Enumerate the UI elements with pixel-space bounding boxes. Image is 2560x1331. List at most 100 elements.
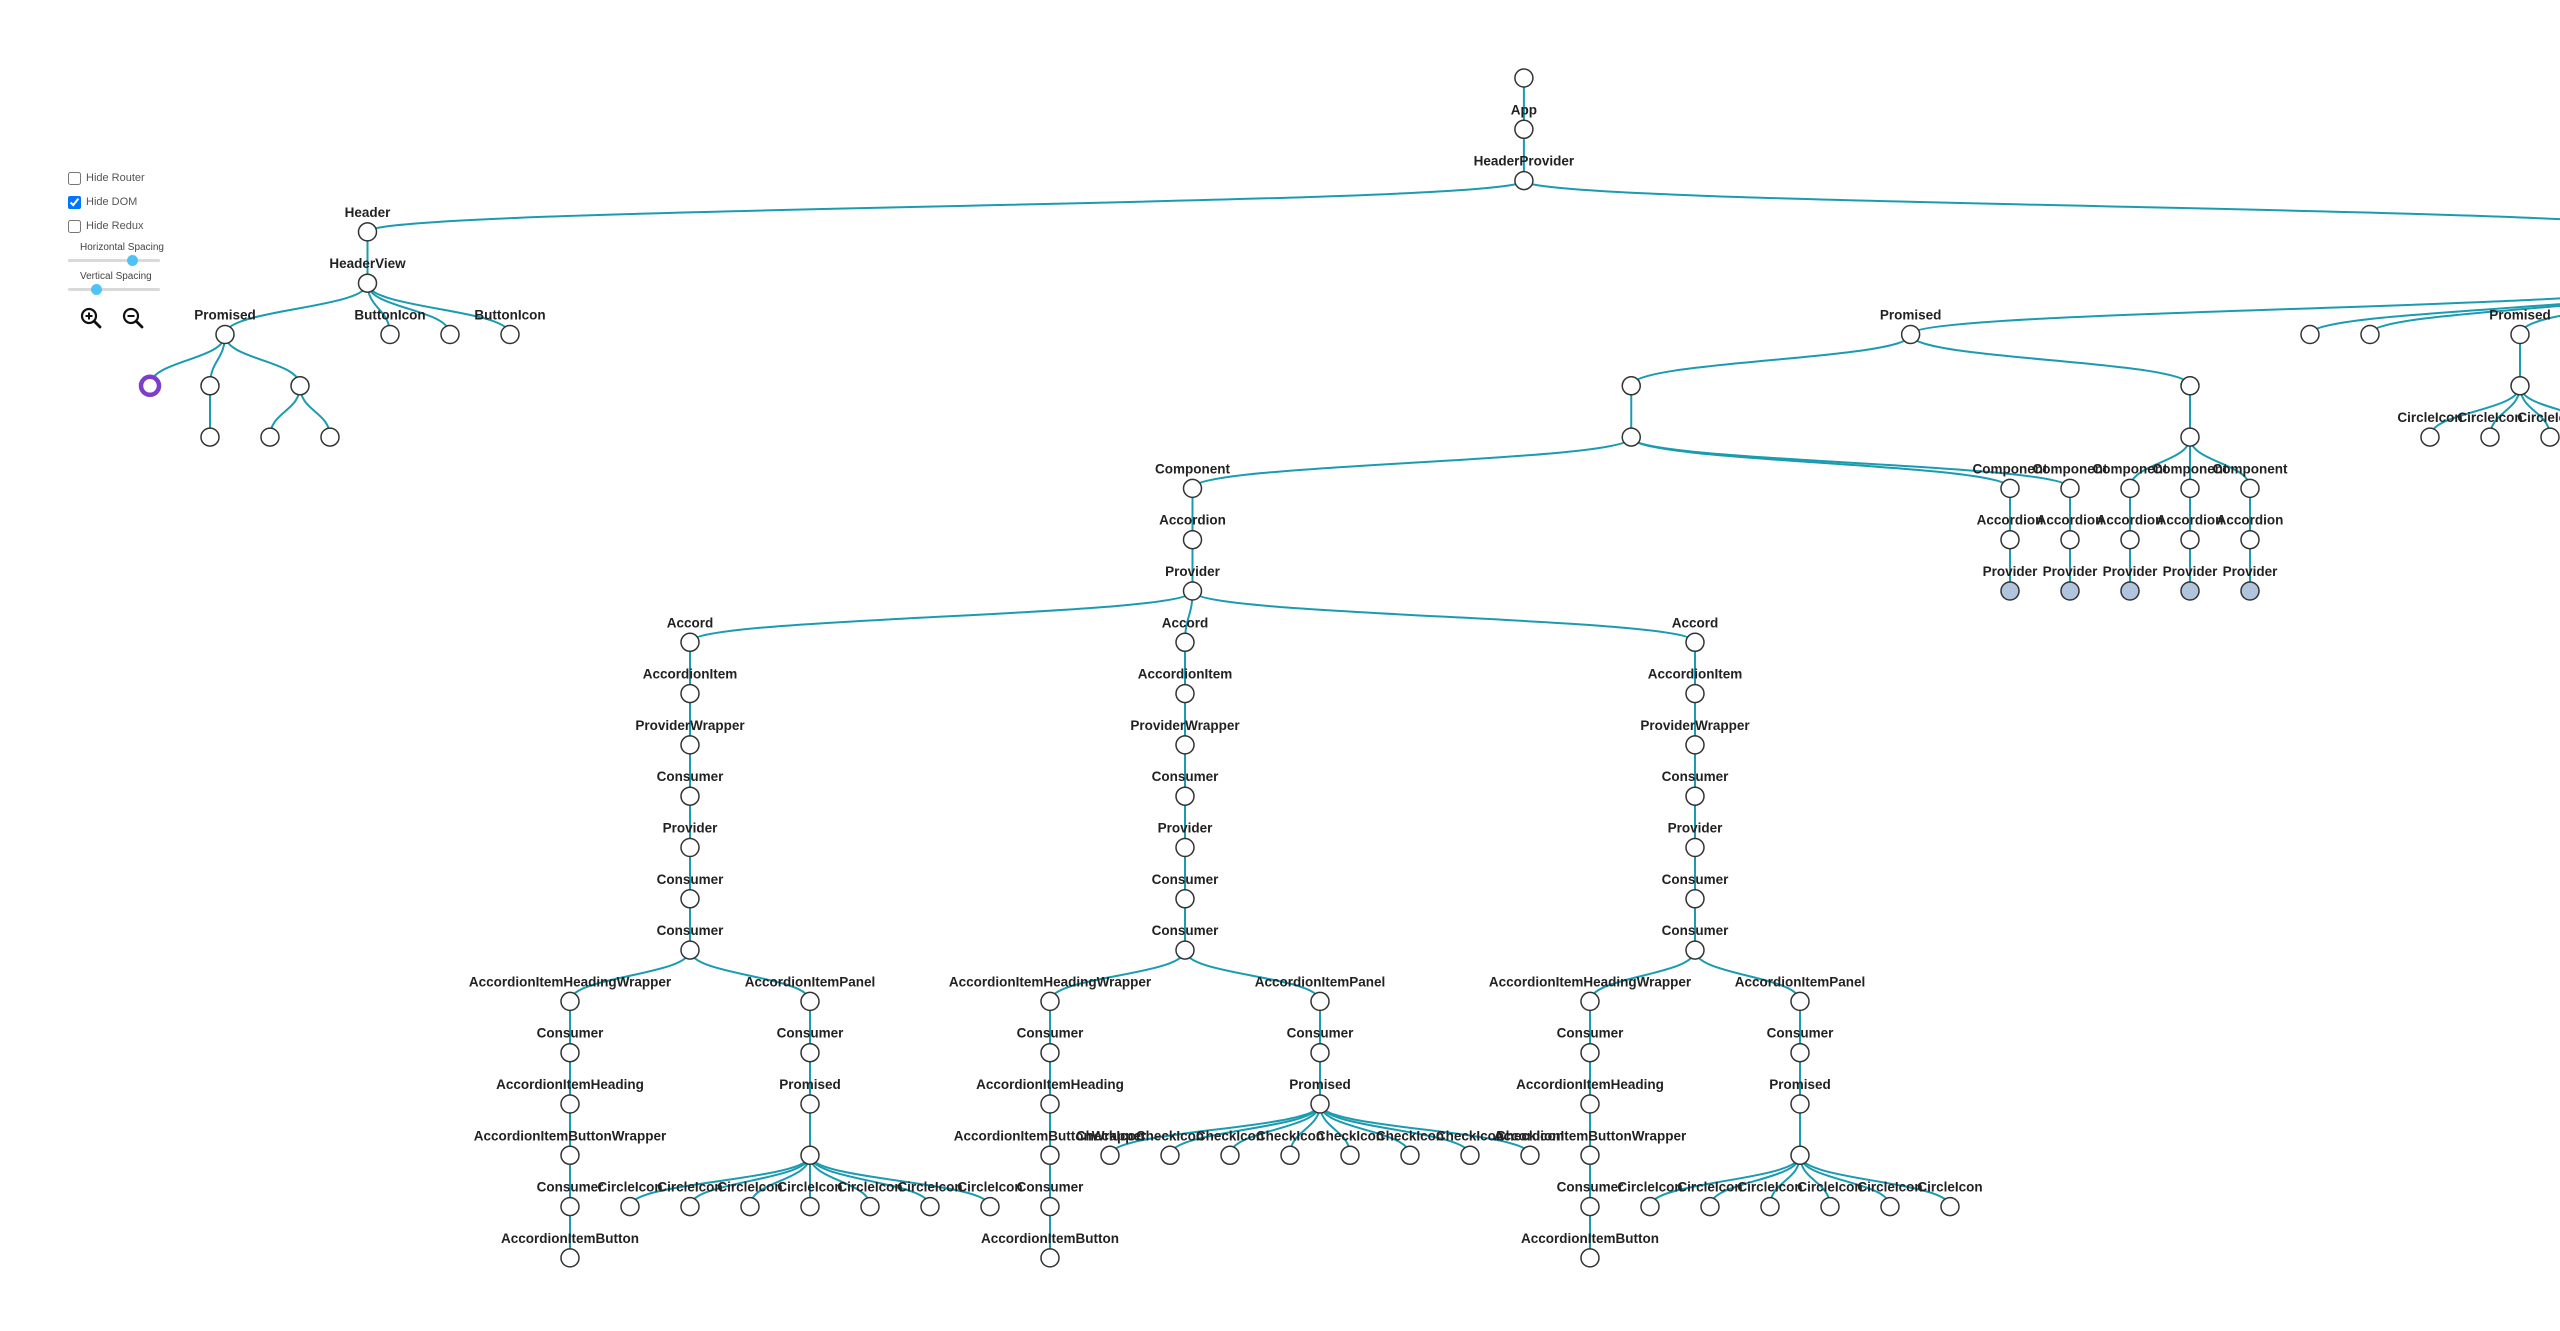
node-circle[interactable] [1580, 1196, 1600, 1217]
node-circle[interactable] [1175, 837, 1195, 858]
tree-node-consumer[interactable]: Consumer [1662, 769, 1730, 806]
tree-node-consumer[interactable]: Consumer [1287, 1026, 1355, 1063]
tree-node-accordionitem[interactable]: AccordionItem [1648, 667, 1743, 704]
node-circle[interactable] [1580, 1145, 1600, 1166]
node-circle[interactable] [2300, 324, 2320, 345]
tree-node-accordionitemheadingwrapper[interactable]: AccordionItemHeadingWrapper [1489, 974, 1692, 1012]
tree-node-provider[interactable]: Provider [2043, 564, 2099, 601]
node-circle[interactable] [1790, 1145, 1810, 1166]
hide-redux-checkbox[interactable] [68, 219, 81, 233]
node-circle[interactable] [2000, 478, 2020, 499]
node-circle[interactable] [320, 427, 340, 447]
tree-node-accordionitembuttonwrapper[interactable]: AccordionItemButtonWrapper [1494, 1128, 1687, 1166]
tree-node-consumer[interactable]: Consumer [1662, 872, 1730, 909]
tree-node-accordionitembutton[interactable]: AccordionItemButton [1521, 1231, 1659, 1268]
tree-node-promised[interactable]: Promised [1769, 1077, 1831, 1114]
tree-node-headerview[interactable]: HeaderView [329, 256, 406, 293]
node-circle[interactable] [680, 889, 700, 909]
node-circle[interactable] [980, 1196, 1000, 1217]
tree-node-anonymous[interactable] [800, 1145, 820, 1166]
hide-redux-toggle[interactable]: Hide Redux [68, 214, 178, 238]
tree-node-circleicon[interactable]: CircleIcon [1857, 1180, 1923, 1217]
node-circle[interactable] [2180, 376, 2200, 396]
node-circle[interactable] [1685, 632, 1705, 653]
tree-node-accordionitempanel[interactable]: AccordionItemPanel [745, 974, 876, 1012]
node-circle[interactable] [1685, 889, 1705, 909]
node-circle[interactable] [2420, 427, 2440, 447]
node-circle[interactable] [1900, 324, 1921, 345]
tree-node-anonymous[interactable] [1790, 1145, 1810, 1166]
tree-node-checkicon[interactable]: CheckIcon [1376, 1128, 1444, 1166]
tree-node-accord[interactable]: Accord [1672, 615, 1719, 653]
vertical-spacing-thumb[interactable] [90, 284, 102, 295]
tree-node-accordionitemheading[interactable]: AccordionItemHeading [496, 1077, 644, 1114]
tree-node-buttonicon[interactable]: ButtonIcon [474, 308, 546, 345]
tree-node-anonymous[interactable] [2360, 324, 2380, 345]
node-circle[interactable] [1514, 68, 1534, 88]
node-circle[interactable] [1700, 1196, 1720, 1217]
node-circle[interactable] [560, 1042, 580, 1063]
node-circle[interactable] [440, 324, 460, 345]
tree-node-circleicon[interactable]: CircleIcon [2397, 410, 2463, 447]
node-circle[interactable] [200, 427, 220, 447]
tree-node-consumer[interactable]: Consumer [1557, 1026, 1625, 1063]
node-circle[interactable] [1182, 529, 1203, 550]
tree-node-headerprovider[interactable]: HeaderProvider [1474, 154, 1575, 191]
node-circle[interactable] [1310, 1042, 1330, 1063]
node-circle[interactable] [1175, 683, 1195, 704]
node-circle[interactable] [1685, 683, 1705, 704]
collapsed-node-circle[interactable] [2060, 581, 2080, 601]
node-circle[interactable] [680, 632, 700, 653]
tree-node-promised[interactable]: Promised [1289, 1077, 1351, 1114]
node-circle[interactable] [2180, 478, 2200, 499]
tree-node-consumer[interactable]: Consumer [1152, 923, 1220, 960]
hide-router-toggle[interactable]: Hide Router [68, 166, 178, 190]
node-circle[interactable] [2180, 529, 2200, 550]
node-circle[interactable] [1580, 1094, 1600, 1114]
tree-node-anonymous[interactable] [2510, 376, 2530, 396]
tree-node-consumer[interactable]: Consumer [537, 1026, 605, 1063]
vertical-spacing-slider[interactable] [68, 282, 178, 296]
node-circle[interactable] [2480, 427, 2500, 447]
node-circle[interactable] [1580, 1042, 1600, 1063]
tree-node-consumer[interactable]: Consumer [657, 923, 725, 960]
node-circle[interactable] [800, 1196, 820, 1217]
node-circle[interactable] [560, 1248, 580, 1268]
node-circle[interactable] [560, 1196, 580, 1217]
node-circle[interactable] [1685, 837, 1705, 858]
node-circle[interactable] [290, 376, 310, 396]
node-circle[interactable] [560, 1094, 580, 1114]
tree-node-anonymous[interactable] [1514, 68, 1534, 88]
tree-node-anonymous[interactable] [1621, 427, 1641, 447]
node-circle[interactable] [800, 991, 820, 1012]
node-circle[interactable] [1580, 991, 1600, 1012]
tree-node-circleicon[interactable]: CircleIcon [1617, 1180, 1683, 1217]
node-circle[interactable] [2120, 529, 2140, 550]
node-circle[interactable] [1685, 940, 1705, 960]
tree-node-consumer[interactable]: Consumer [657, 872, 725, 909]
node-circle[interactable] [1790, 1094, 1810, 1114]
tree-node-component[interactable]: Component [2153, 461, 2228, 499]
node-circle[interactable] [680, 735, 700, 755]
node-circle[interactable] [920, 1196, 940, 1217]
node-circle[interactable] [800, 1145, 820, 1166]
node-circle[interactable] [357, 222, 378, 242]
node-circle[interactable] [1940, 1196, 1960, 1217]
node-circle[interactable] [1100, 1145, 1120, 1166]
node-circle[interactable] [620, 1196, 640, 1217]
hide-router-checkbox[interactable] [68, 171, 81, 185]
tree-node-circleicon[interactable]: CircleIcon [2457, 410, 2523, 447]
node-circle[interactable] [2240, 478, 2260, 499]
tree-node-accordionitembuttonwrapper[interactable]: AccordionItemButtonWrapper [954, 1128, 1147, 1166]
node-circle[interactable] [1310, 991, 1330, 1012]
tree-node-accord[interactable]: Accord [667, 615, 714, 653]
tree-node-promised[interactable]: Promised [779, 1077, 841, 1114]
node-circle[interactable] [1175, 786, 1195, 806]
node-circle[interactable] [2060, 478, 2080, 499]
tree-node-provider[interactable]: Provider [663, 821, 719, 858]
tree-node-component[interactable]: Component [1973, 461, 2048, 499]
node-circle[interactable] [740, 1196, 760, 1217]
node-circle[interactable] [357, 273, 378, 293]
tree-node-promised[interactable]: Promised [1880, 308, 1942, 345]
tree-node-accordionitemheading[interactable]: AccordionItemHeading [976, 1077, 1124, 1114]
